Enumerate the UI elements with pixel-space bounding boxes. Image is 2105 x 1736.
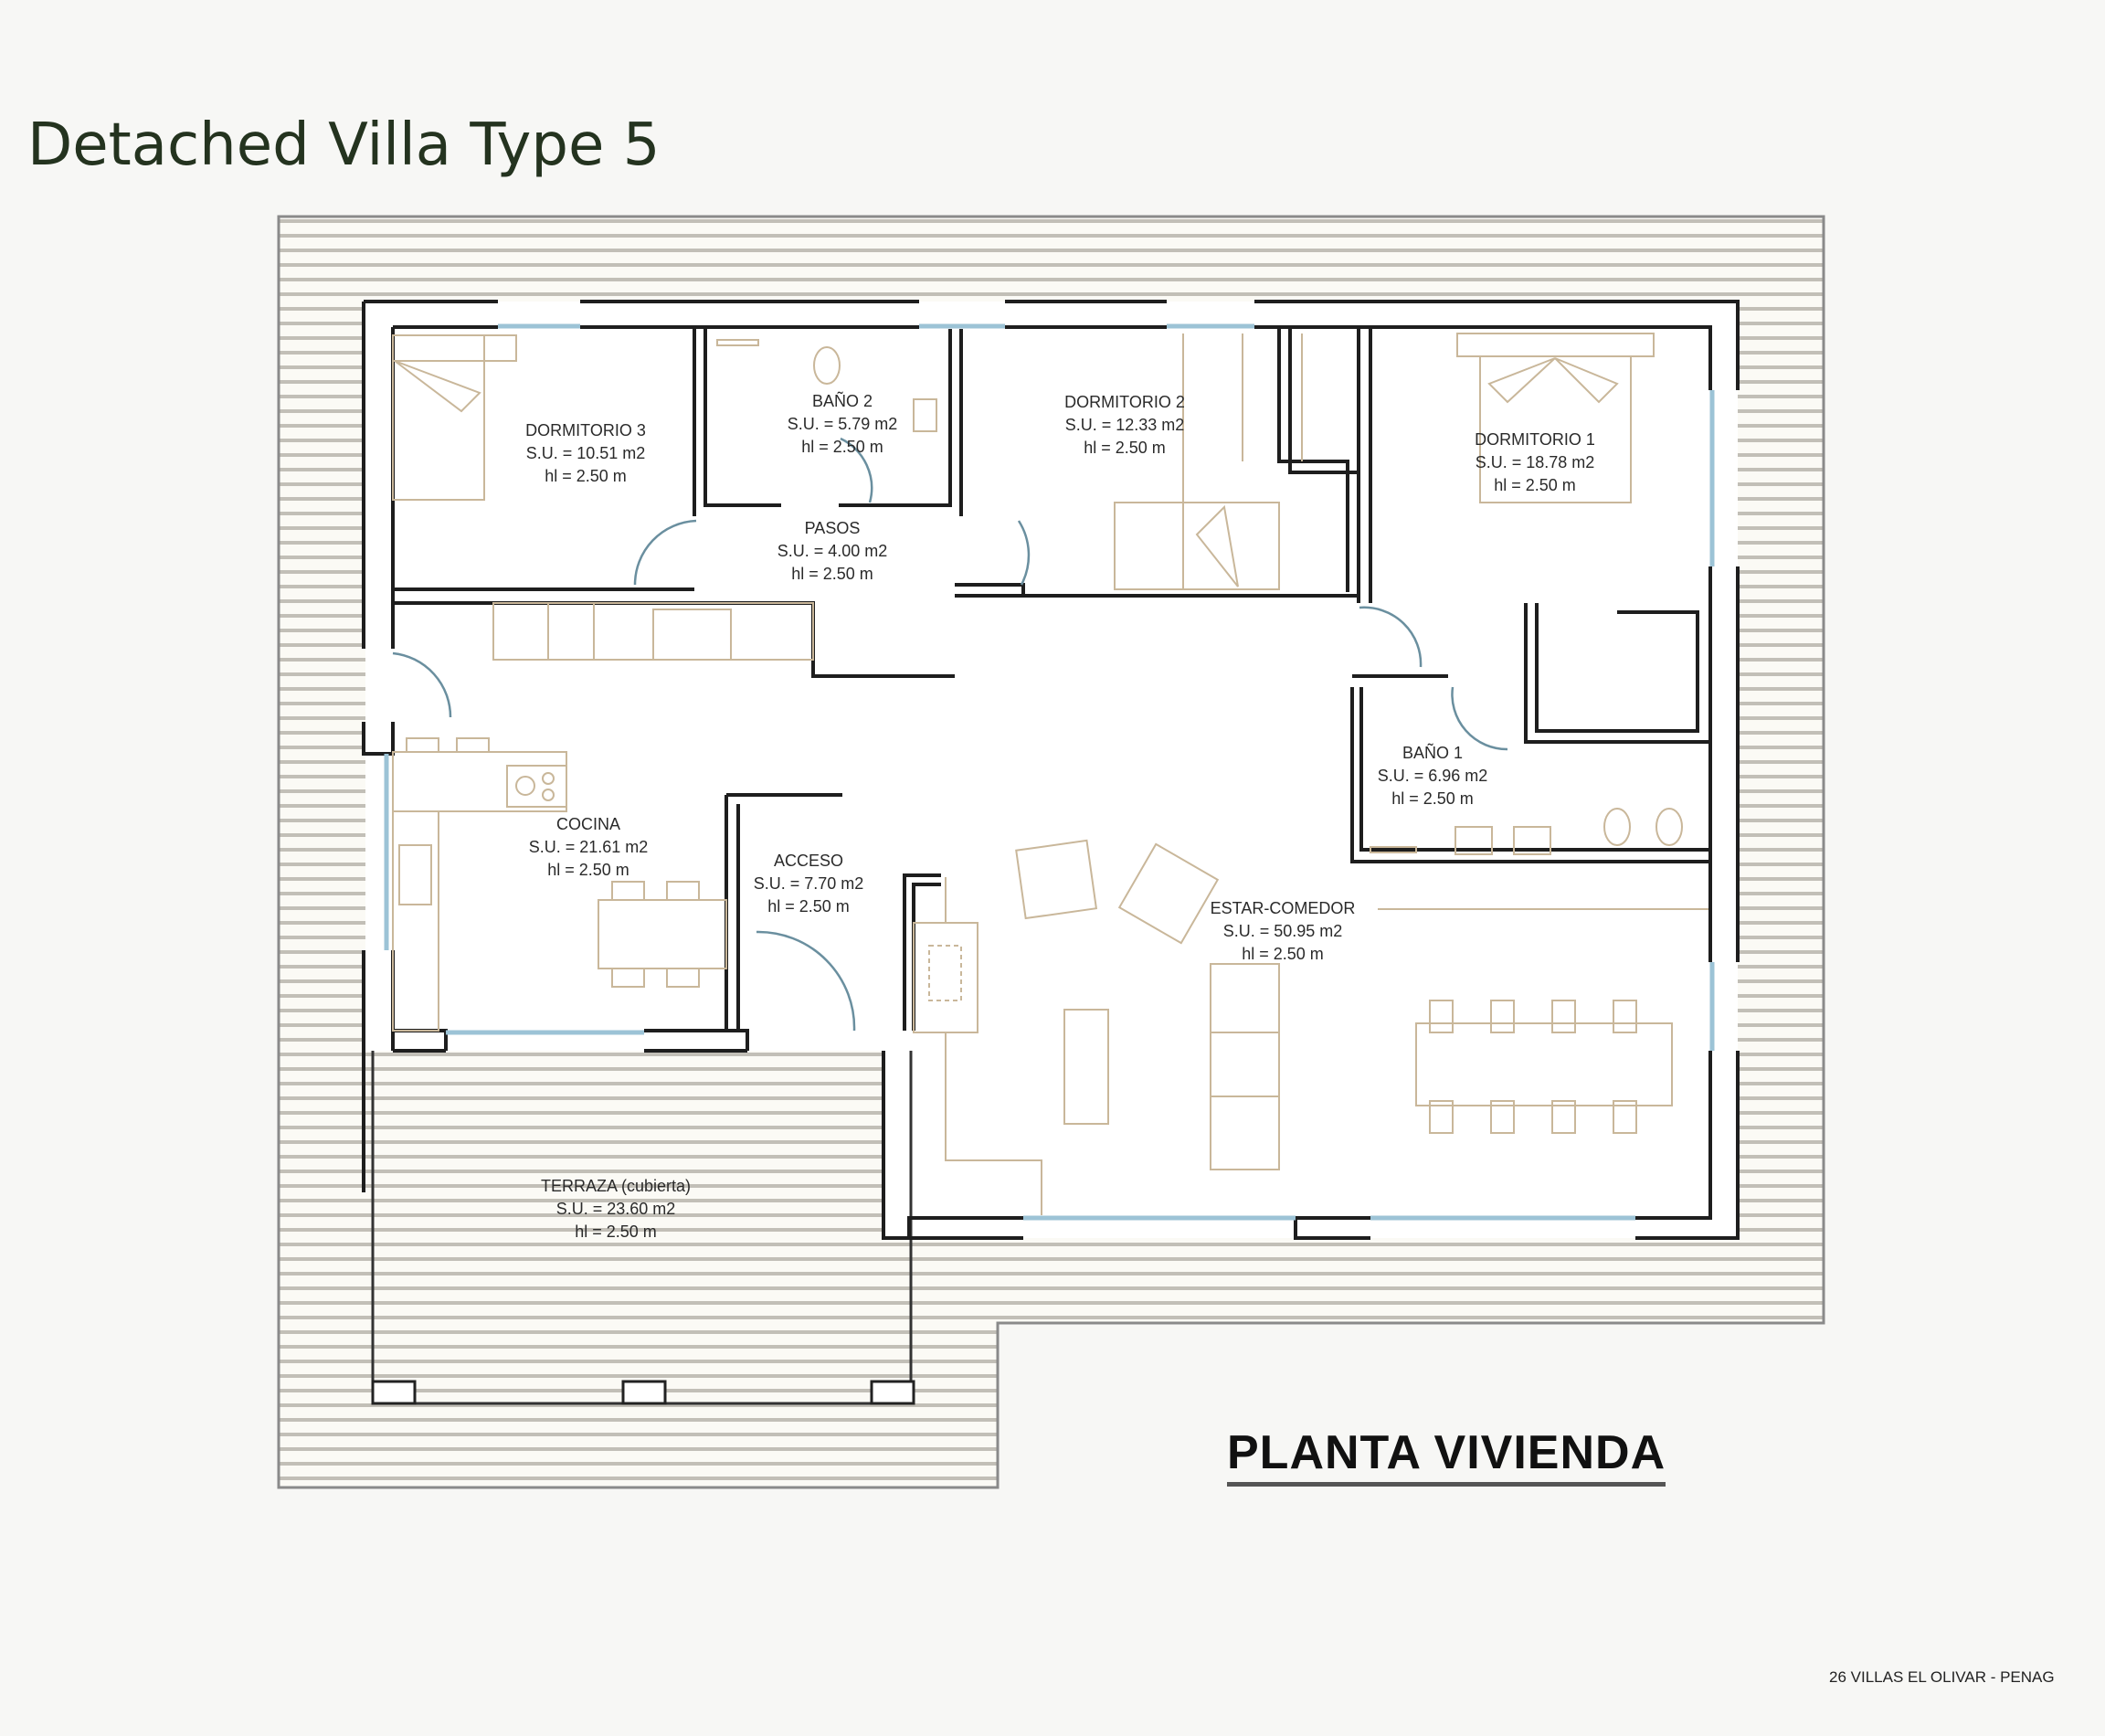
page-title: Detached Villa Type 5	[27, 111, 661, 179]
room-area: S.U. = 21.61 m2	[528, 838, 649, 856]
room-area: S.U. = 18.78 m2	[1475, 453, 1595, 471]
room-name: ACCESO	[773, 852, 844, 870]
room-height: hl = 2.50 m	[767, 897, 850, 916]
room-name: BAÑO 2	[811, 392, 873, 410]
room-height: hl = 2.50 m	[547, 861, 629, 879]
room-height: hl = 2.50 m	[575, 1223, 657, 1241]
room-name: DORMITORIO 3	[525, 421, 646, 439]
room-name: BAÑO 1	[1402, 744, 1464, 762]
room-area: S.U. = 10.51 m2	[525, 444, 646, 462]
room-area: S.U. = 4.00 m2	[777, 542, 888, 560]
covered-terrace	[371, 1051, 915, 1405]
room-label-pasos: PASOS S.U. = 4.00 m2 hl = 2.50 m	[777, 517, 888, 586]
doors	[392, 437, 1508, 1032]
room-label-acceso: ACCESO S.U. = 7.70 m2 hl = 2.50 m	[754, 850, 864, 918]
room-area: S.U. = 50.95 m2	[1222, 922, 1343, 940]
room-height: hl = 2.50 m	[791, 565, 873, 583]
plan-title: PLANTA VIVIENDA	[1227, 1425, 1666, 1487]
room-area: S.U. = 6.96 m2	[1377, 767, 1488, 785]
room-height: hl = 2.50 m	[1391, 789, 1474, 808]
room-height: hl = 2.50 m	[545, 467, 627, 485]
room-name: DORMITORIO 2	[1064, 393, 1185, 411]
footer-text: 26 VILLAS EL OLIVAR - PENAG	[1829, 1668, 2055, 1686]
room-label-dormitorio-1: DORMITORIO 1 S.U. = 18.78 m2 hl = 2.50 m	[1475, 429, 1595, 497]
room-area: S.U. = 23.60 m2	[555, 1200, 676, 1218]
room-label-cocina: COCINA S.U. = 21.61 m2 hl = 2.50 m	[529, 813, 649, 882]
furniture	[392, 333, 1708, 1215]
room-label-bano-1: BAÑO 1 S.U. = 6.96 m2 hl = 2.50 m	[1378, 742, 1488, 810]
room-area: S.U. = 7.70 m2	[753, 874, 864, 893]
room-height: hl = 2.50 m	[1084, 439, 1166, 457]
room-label-terraza: TERRAZA (cubierta) S.U. = 23.60 m2 hl = …	[541, 1175, 691, 1244]
room-name: TERRAZA (cubierta)	[540, 1177, 692, 1195]
windows	[384, 323, 1715, 1221]
room-name: PASOS	[804, 519, 861, 537]
house-floor	[365, 302, 1738, 1238]
room-height: hl = 2.50 m	[1494, 476, 1576, 494]
room-area: S.U. = 5.79 m2	[787, 415, 898, 433]
room-label-estar-comedor: ESTAR-COMEDOR S.U. = 50.95 m2 hl = 2.50 …	[1211, 897, 1356, 966]
room-height: hl = 2.50 m	[1242, 945, 1324, 963]
room-name: DORMITORIO 1	[1475, 430, 1595, 449]
room-label-dormitorio-2: DORMITORIO 2 S.U. = 12.33 m2 hl = 2.50 m	[1064, 391, 1185, 460]
room-area: S.U. = 12.33 m2	[1064, 416, 1185, 434]
room-height: hl = 2.50 m	[801, 438, 883, 456]
room-name: ESTAR-COMEDOR	[1210, 899, 1356, 917]
room-label-bano-2: BAÑO 2 S.U. = 5.79 m2 hl = 2.50 m	[788, 390, 898, 459]
room-name: COCINA	[555, 815, 621, 833]
room-label-dormitorio-3: DORMITORIO 3 S.U. = 10.51 m2 hl = 2.50 m	[525, 419, 646, 488]
